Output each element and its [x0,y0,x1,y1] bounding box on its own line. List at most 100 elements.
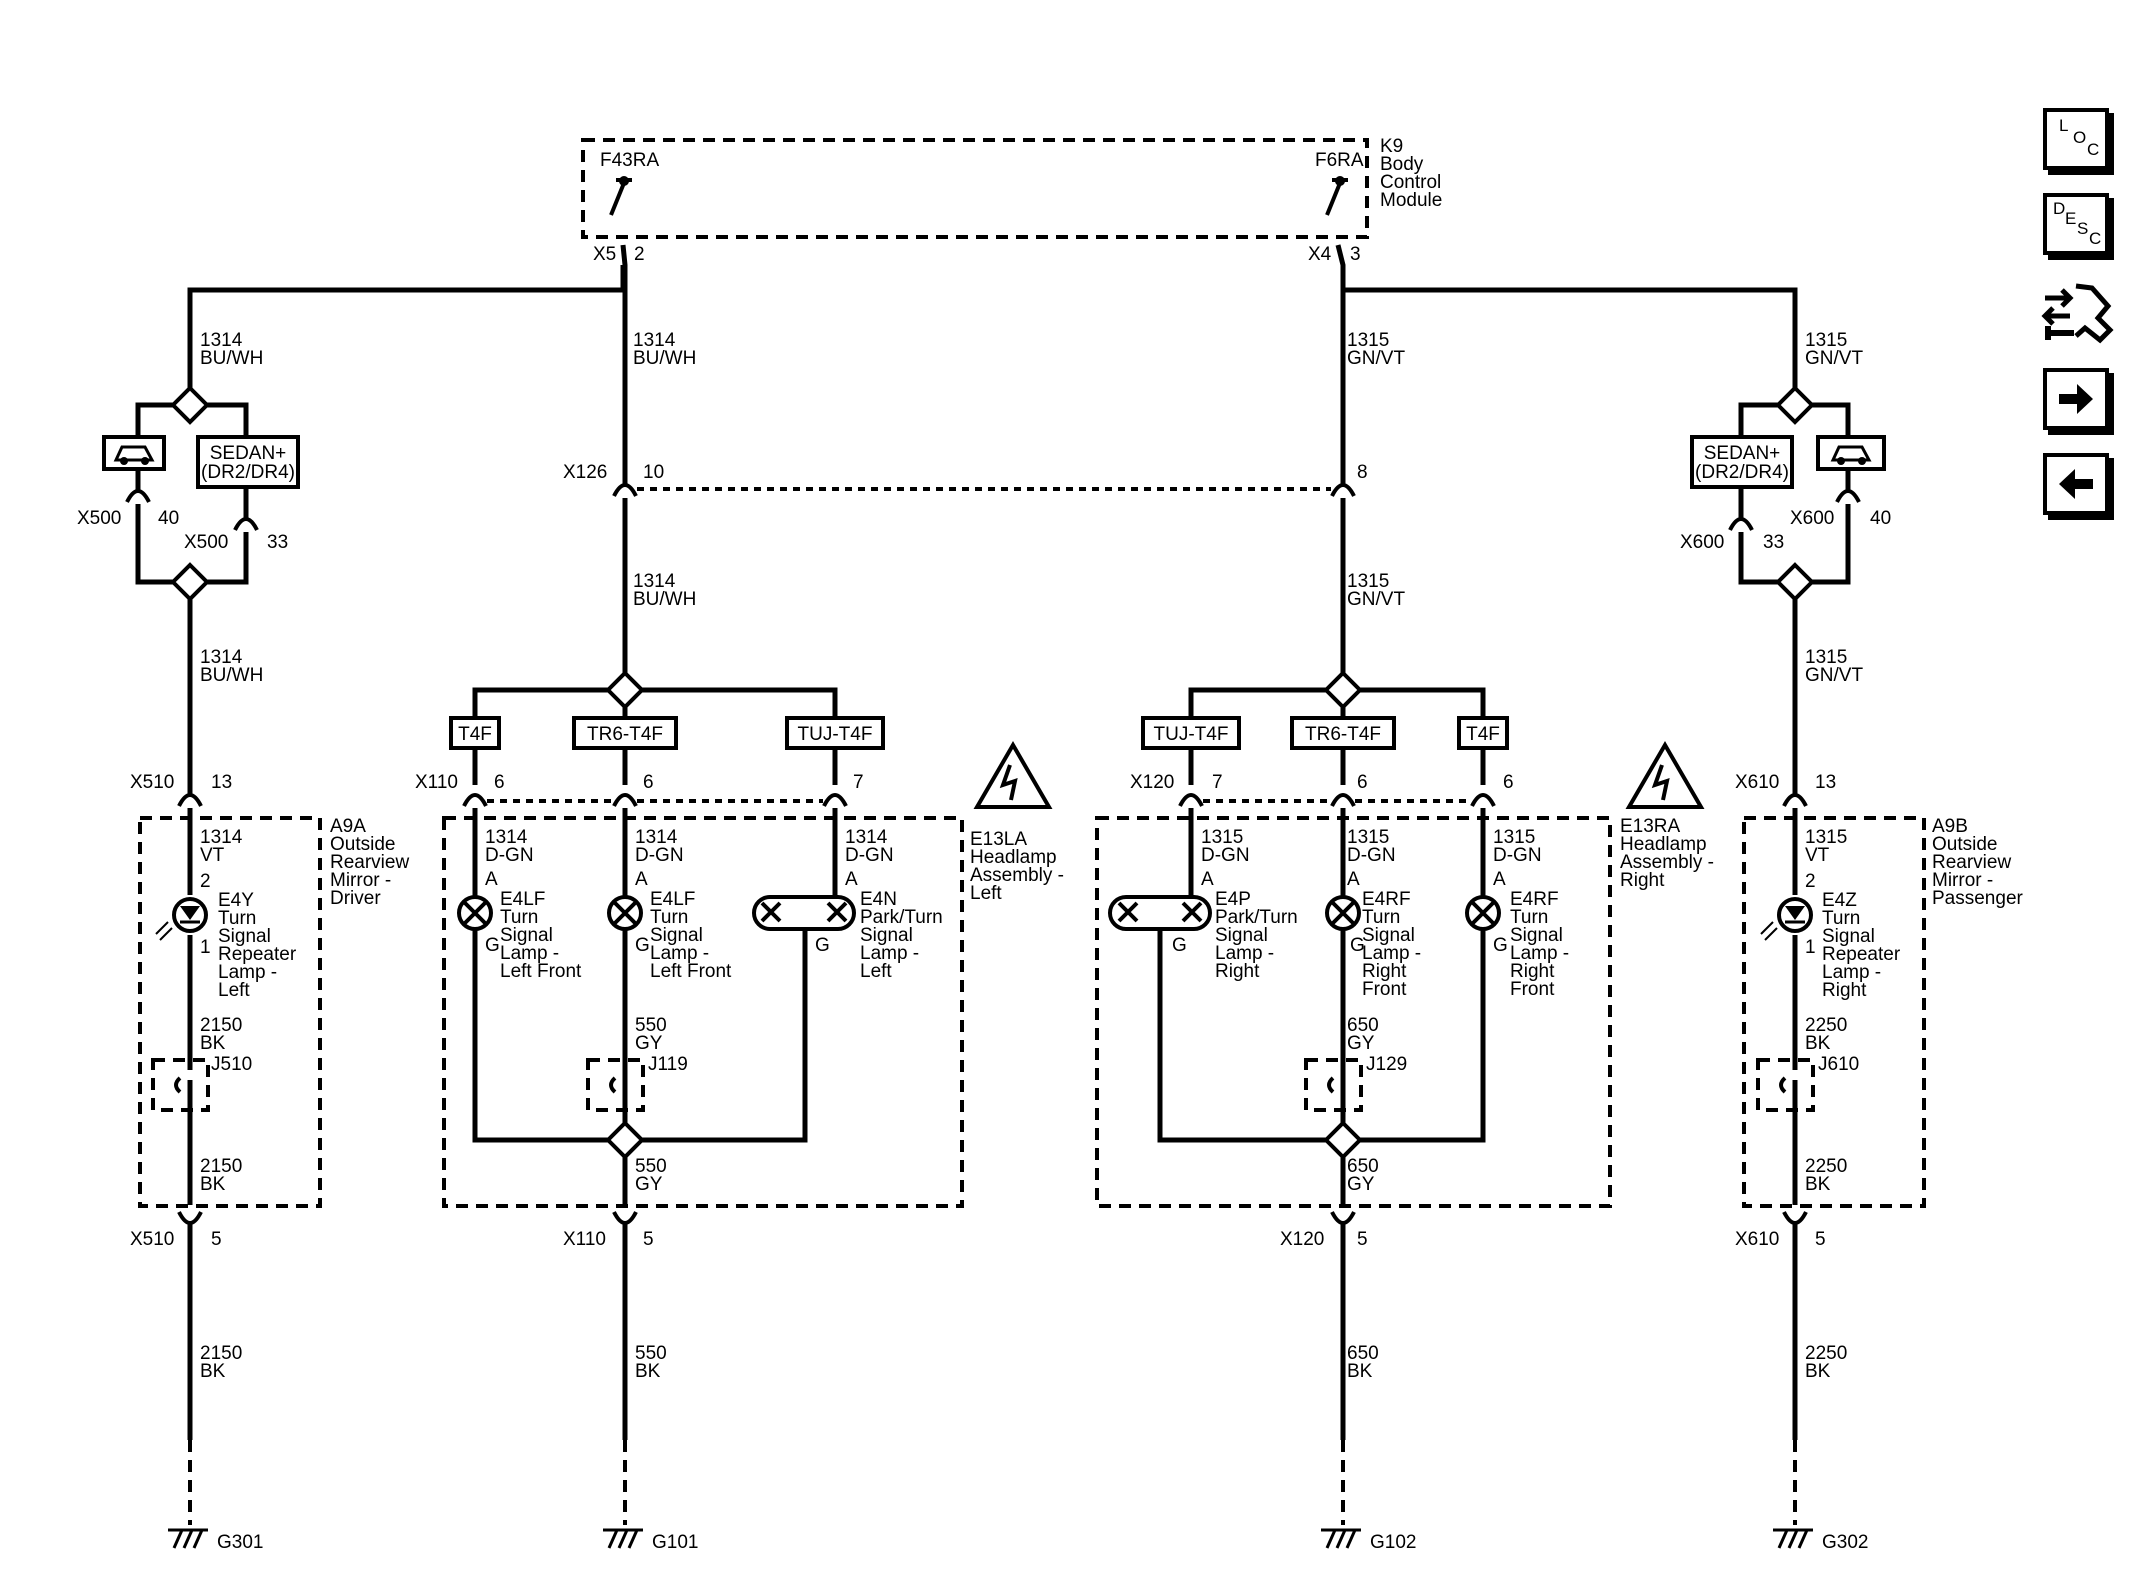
led-icon [1760,897,1813,941]
splice-label: J119 [648,1054,688,1075]
component-label: Headlamp [970,847,1057,868]
option-label: SEDAN+ [210,443,287,464]
connector-pin: 6 [1503,772,1514,793]
component-label: Outside [330,834,395,855]
connector-label: X500 [77,508,121,529]
wire-label: GY [635,1174,663,1195]
component-label: Driver [330,888,381,909]
next-page-button[interactable] [2043,368,2109,430]
pin-label: G [485,935,500,956]
connector-x510-top [177,793,203,807]
wire-e13ra-ground [1157,929,1486,1143]
option-diamond [170,385,210,425]
component-label: Repeater [218,944,297,965]
connector-pin: 5 [1357,1229,1368,1250]
previous-page-button[interactable] [2043,453,2109,515]
option-diamond [170,562,210,602]
component-label: Front [1510,979,1555,1000]
module-conn-right: X4 [1308,244,1332,265]
wire-label: VT [1805,845,1830,866]
component-label: Lamp - [1362,943,1421,964]
component-label: Rearview [1932,852,2011,873]
connector-pin: 5 [211,1229,222,1250]
wire-label: 550 [635,1156,667,1177]
component-label: E13LA [970,829,1027,850]
wire-label: GN/VT [1347,348,1405,369]
desc-letter: S [2077,219,2089,238]
component-label: Signal [1510,925,1563,946]
wire-label: 1314 [485,827,528,848]
wire-label: 2250 [1805,1343,1847,1364]
led-icon [155,897,208,941]
wire-e13ra-feed [1188,808,1486,897]
wire-label: 550 [635,1015,667,1036]
connector-x610-top [1782,793,1808,807]
wire-label: D-GN [1201,845,1250,866]
wire-label: D-GN [1493,845,1542,866]
wire-label: 2250 [1805,1156,1847,1177]
connector-label: X610 [1735,772,1779,793]
option-box [1141,716,1241,750]
splice-symbol [174,1076,182,1094]
connector-pin: 33 [1763,532,1784,553]
wire-label: 1314 [200,827,243,848]
pin-label: 2 [200,871,211,892]
component-label: Turn [1822,908,1860,929]
connector-x120-top [1178,793,1496,807]
component-label: E4LF [500,889,545,910]
component-label: Lamp - [860,943,919,964]
component-label: E4Y [218,890,254,911]
connector-x500 [125,489,259,531]
option-label: SEDAN+ [1704,443,1781,464]
component-label: Lamp - [218,962,277,983]
component-label: Lamp - [500,943,559,964]
component-label: Mirror - [1932,870,1993,891]
connector-tool-icon[interactable] [2040,278,2115,348]
connector-label: X510 [130,772,174,793]
component-label: Right [1215,961,1260,982]
description-button[interactable]: D E S C [2043,193,2109,255]
component-label: Left Front [500,961,582,982]
wire-label: D-GN [635,845,684,866]
location-button[interactable]: L O C [2043,108,2109,170]
wire-label: GN/VT [1347,589,1405,610]
component-label: Rearview [330,852,409,873]
component-label: Left [860,961,892,982]
option-label: TR6-T4F [587,724,663,745]
connector-bottom [177,1211,1808,1225]
component-label: Park/Turn [860,907,943,928]
component-e13la-box [442,816,964,1208]
wire-label: 1315 [1493,827,1535,848]
module-desc-1: Body [1380,154,1424,175]
component-label: Right [1510,961,1555,982]
component-a9a-box [138,816,322,1208]
ground-label: G102 [1370,1532,1416,1553]
option-wire [1738,469,1851,520]
wire-label: 2250 [1805,1015,1847,1036]
component-label: Signal [1362,925,1415,946]
ground-icon [603,1528,643,1549]
wire-label: D-GN [1347,845,1396,866]
pin-label: G [1493,935,1508,956]
option-diamond [1775,562,1815,602]
fuse-left-switch [609,178,632,216]
connector-label: X110 [415,772,458,793]
component-label: E4LF [650,889,695,910]
option-label: T4F [458,724,492,745]
connector-pin: 7 [1212,772,1223,793]
connector-pin: 40 [158,508,179,529]
splice-symbol [609,1076,617,1094]
component-label: A9B [1932,816,1968,837]
component-label: Assembly - [1620,852,1714,873]
car-icon [1830,445,1872,465]
wire-e13la-feed [472,808,838,897]
wire-label: 1314 [200,647,243,668]
loc-letter: L [2059,116,2069,135]
wire-label: 1315 [1347,827,1389,848]
module-pin-left: 2 [634,244,645,265]
wire-label: GN/VT [1805,348,1863,369]
ground-label: G302 [1822,1532,1868,1553]
pin-label: 1 [200,937,211,958]
connector-pin: 13 [211,772,232,793]
splice-diamond [1323,1120,1363,1160]
